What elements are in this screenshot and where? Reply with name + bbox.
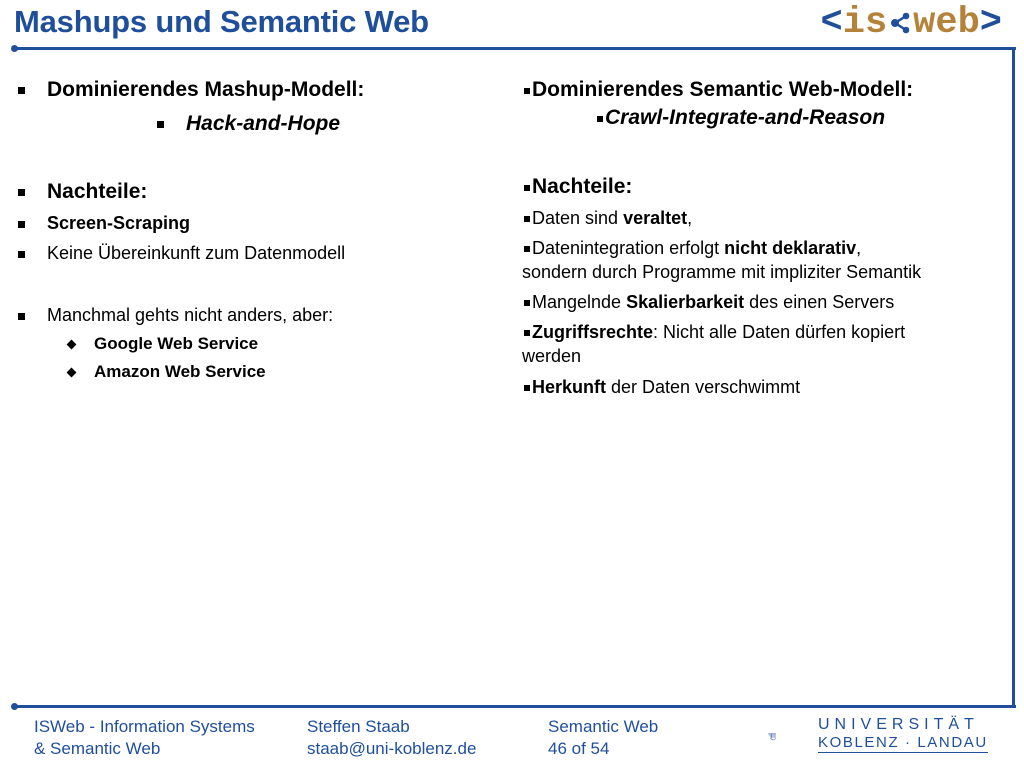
bullet-square-icon [524, 185, 530, 191]
nachteile-right-text: Nachteile: [532, 175, 633, 198]
bullet-amazon-web-service: Amazon Web Service [66, 362, 266, 382]
text-fragment: : Nicht alle Daten dürfen kopiert [653, 322, 906, 342]
bullet-nachteile-left: Nachteile: [18, 180, 147, 204]
bullet-veraltet: Daten sind veraltet, [524, 208, 692, 229]
bullet-nicht-deklarativ: Datenintegration erfolgt nicht deklarati… [524, 238, 861, 259]
bullet-hack-and-hope: Hack-and-Hope [157, 112, 340, 136]
right-divider [1012, 47, 1015, 707]
bullet-heading-semweb: Dominierendes Semantic Web-Modell: [524, 78, 913, 102]
bullet-square-icon [18, 188, 25, 196]
bottom-divider [11, 703, 1016, 710]
text-fragment-bold: Skalierbarkeit [626, 292, 745, 312]
bullet-square-icon [18, 220, 25, 228]
text-fragment: des einen Servers [744, 292, 895, 312]
slide-title: Mashups und Semantic Web [14, 4, 429, 39]
isweb-logo: < is web > [821, 2, 1002, 44]
bullet-square-icon [524, 300, 530, 306]
hack-and-hope-text: Hack-and-Hope [186, 112, 341, 135]
right-column: Dominierendes Semantic Web-Modell: Crawl… [520, 0, 1010, 700]
bullet-nachteile-right: Nachteile: [524, 175, 632, 199]
university-name-line2: KOBLENZ · LANDAU [818, 734, 988, 753]
text-fragment: Mangelnde [532, 292, 627, 312]
bullet-crawl-integrate: Crawl-Integrate-and-Reason [597, 106, 885, 130]
semweb-heading-text: Dominierendes Semantic Web-Modell: [532, 78, 914, 101]
bullet-google-web-service: Google Web Service [66, 334, 259, 354]
keine-uebereinkunft-text: Keine Übereinkunft zum Datenmodell [47, 243, 346, 263]
text-fragment: werden [522, 346, 582, 366]
bullet-square-icon [18, 312, 25, 320]
university-emblem-icon [768, 733, 777, 741]
bullet-herkunft: Herkunft der Daten verschwimmt [524, 377, 800, 398]
text-fragment: sondern durch Programme mit impliziter S… [522, 262, 922, 282]
bullet-square-icon [18, 250, 25, 258]
text-fragment: Datenintegration erfolgt [532, 238, 725, 258]
footer-course-line2: & Semantic Web [34, 739, 161, 758]
amazon-web-service-text: Amazon Web Service [94, 362, 266, 381]
nachteile-left-text: Nachteile: [47, 180, 148, 203]
text-fragment: der Daten verschwimmt [606, 377, 801, 397]
bullet-keine-uebereinkunft: Keine Übereinkunft zum Datenmodell [18, 243, 345, 264]
footer-course: ISWeb - Information Systems & Semantic W… [34, 716, 255, 760]
bullet-square-icon [18, 86, 25, 94]
top-divider [11, 45, 1016, 52]
footer-author: Steffen Staab staab@uni-koblenz.de [307, 716, 476, 760]
footer-topic-name: Semantic Web [548, 717, 659, 736]
bullet-heading-mashup: Dominierendes Mashup-Modell: [18, 78, 364, 102]
page-number: 46 of 54 [548, 739, 610, 758]
footer-author-email: staab@uni-koblenz.de [307, 739, 477, 758]
bullet-square-icon [524, 246, 530, 252]
bullet-skalierbarkeit: Mangelnde Skalierbarkeit des einen Serve… [524, 292, 894, 313]
bullet-diamond-icon [66, 367, 77, 378]
manchmal-text: Manchmal gehts nicht anders, aber: [47, 305, 334, 325]
logo-is: is [842, 2, 888, 44]
bullet-zugriffsrechte-cont: werden [522, 346, 581, 367]
university-name-line1: UNIVERSITÄT [818, 716, 979, 733]
footer-course-line1: ISWeb - Information Systems [34, 717, 255, 736]
bullet-screen-scraping: Screen-Scraping [18, 213, 190, 234]
logo-open-bracket: < [820, 2, 843, 44]
bullet-diamond-icon [66, 339, 77, 350]
text-fragment-bold: Herkunft [532, 377, 607, 397]
mashup-heading-text: Dominierendes Mashup-Modell: [47, 78, 365, 101]
bullet-nicht-deklarativ-cont: sondern durch Programme mit impliziter S… [522, 262, 921, 283]
bullet-square-icon [524, 385, 530, 391]
logo-close-bracket: > [979, 2, 1002, 44]
bullet-manchmal: Manchmal gehts nicht anders, aber: [18, 305, 333, 326]
text-fragment: , [856, 238, 862, 258]
text-fragment-bold: veraltet [623, 208, 688, 228]
footer-topic: Semantic Web 46 of 54 [548, 716, 658, 760]
footer-author-name: Steffen Staab [307, 717, 410, 736]
network-node-icon [891, 12, 910, 34]
text-fragment: Daten sind [532, 208, 624, 228]
bullet-square-icon [597, 116, 603, 122]
screen-scraping-text: Screen-Scraping [47, 213, 191, 233]
bullet-zugriffsrechte: Zugriffsrechte: Nicht alle Daten dürfen … [524, 322, 905, 343]
bullet-square-icon [524, 216, 530, 222]
bullet-square-icon [524, 330, 530, 336]
text-fragment-bold: nicht deklarativ [724, 238, 857, 258]
left-column: Dominierendes Mashup-Modell: Hack-and-Ho… [0, 0, 500, 700]
bullet-square-icon [157, 120, 164, 128]
bullet-square-icon [524, 88, 530, 94]
logo-web: web [913, 2, 980, 44]
text-fragment-bold: Zugriffsrechte [532, 322, 654, 342]
text-fragment: , [687, 208, 693, 228]
google-web-service-text: Google Web Service [94, 334, 259, 353]
crawl-integrate-text: Crawl-Integrate-and-Reason [605, 106, 886, 129]
